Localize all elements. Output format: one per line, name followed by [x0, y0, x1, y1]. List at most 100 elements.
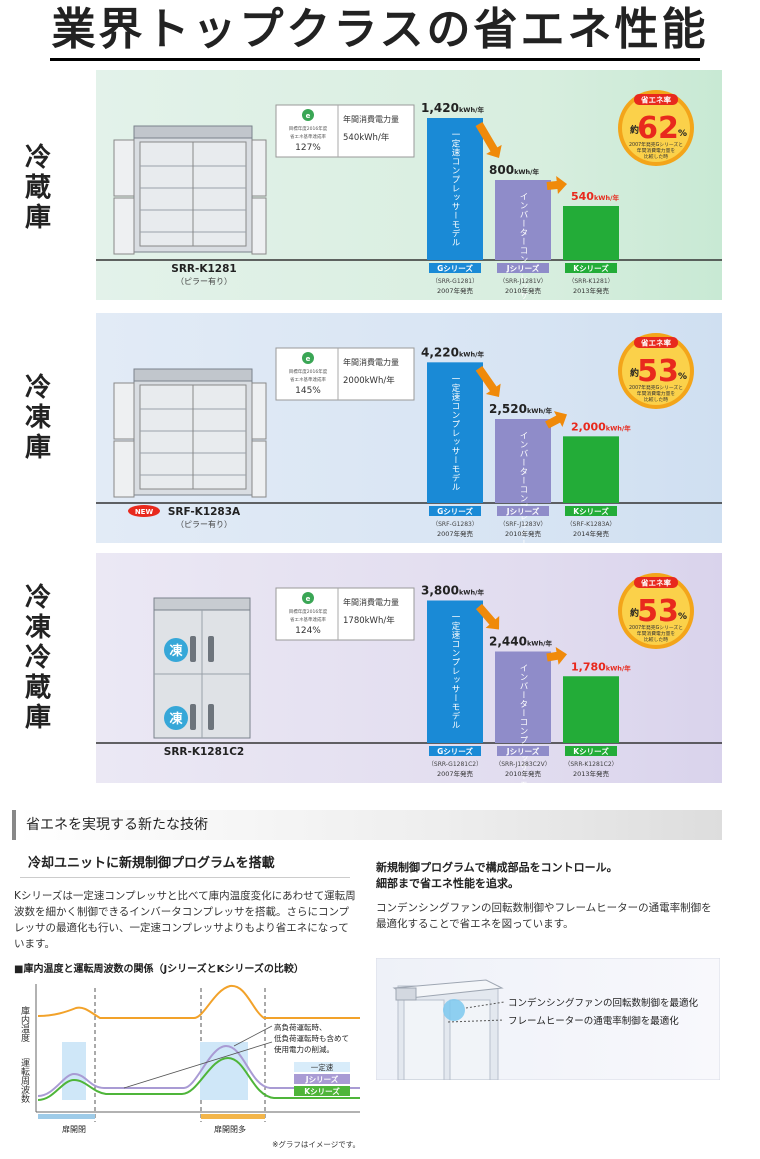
- down-arrow-icon: [546, 176, 567, 194]
- legend-label-k: Kシリーズ: [304, 1086, 340, 1096]
- bar-text-1: インバーターコンプレッサーモデル: [518, 192, 528, 300]
- annual-value: 1780kWh/年: [343, 615, 395, 626]
- eco-mark-letter: e: [306, 112, 311, 120]
- door-left-bottom: [113, 440, 135, 498]
- seal-rate-label: 省エネ基準達成率: [290, 376, 326, 383]
- x-label-door-open-many: 扉開閉多: [214, 1124, 246, 1134]
- right-heading-line2: 細部まで省エネ性能を追求。: [376, 877, 519, 890]
- eco-mark-letter: e: [306, 355, 311, 363]
- door-open-many-band: [201, 1114, 265, 1119]
- bar-text-1: インバーターコンプレッサーモデル: [518, 664, 528, 784]
- series-model: （SRR-G1281）: [432, 278, 478, 285]
- saving-prefix: 約: [630, 367, 639, 379]
- series-name: Gシリーズ: [437, 506, 473, 516]
- series-name: Kシリーズ: [573, 506, 609, 516]
- eco-mark-letter: e: [306, 595, 311, 603]
- model-name: SRR-K1281C2: [164, 746, 244, 758]
- temperature-line: [37, 984, 360, 1019]
- bar-text-1: インバーターコンプレッサーモデル: [518, 431, 528, 543]
- value-label-1: 2,440kWh/年: [489, 635, 552, 649]
- bar-g-series: [427, 362, 483, 503]
- bar-k-series: [563, 436, 619, 503]
- callout-heater: フレームヒーターの通電率制御を最適化: [508, 1015, 679, 1027]
- callout-fan: コンデンシングファンの回転数制御を最適化: [508, 997, 699, 1009]
- series-year: 2007年発売: [437, 286, 474, 295]
- saving-unit: %: [678, 129, 687, 139]
- value-label-1: 800kWh/年: [489, 163, 540, 177]
- graph-footnote: ※グラフはイメージです。: [272, 1139, 360, 1149]
- badge-label-bg: [634, 337, 678, 348]
- arrow-shape: [475, 121, 502, 159]
- seal-rate: 124%: [295, 626, 321, 636]
- series-name: Kシリーズ: [573, 746, 609, 756]
- series-model: （SRR-K1281C2）: [564, 761, 617, 768]
- door-right-top: [251, 139, 267, 197]
- saving-note: 年間消費電力量を: [637, 390, 676, 397]
- graph-ylabel-temperature: 庫内温度: [19, 1005, 30, 1043]
- right-heading-line1: 新規制御プログラムで構成部品をコントロール。: [376, 861, 618, 874]
- product-illustration: [113, 368, 267, 498]
- seal-box: [275, 104, 415, 158]
- eco-mark-icon: [302, 109, 314, 121]
- annual-label: 年間消費電力量: [343, 357, 399, 367]
- saving-label: 省エネ率: [640, 578, 671, 588]
- saving-prefix: 約: [630, 124, 639, 136]
- value-label-2: 1,780kWh/年: [571, 660, 631, 673]
- door-handle: [208, 704, 214, 730]
- door-right-bottom: [251, 197, 267, 255]
- new-badge-label: NEW: [135, 508, 154, 516]
- model-note: （ピラー有り）: [176, 519, 232, 529]
- constant-speed-bar: [62, 1042, 86, 1100]
- saving-value: 53: [637, 354, 679, 389]
- energy-chart: 凍凍SRR-K1281C2e目標年度2016年度省エネ基準達成率124%年間消費…: [96, 573, 722, 784]
- door-right-top: [251, 382, 267, 440]
- bar-g-series: [427, 118, 483, 260]
- freeze-badge-icon: [164, 706, 188, 730]
- series-year: 2014年発売: [573, 529, 610, 538]
- series-chip: [497, 746, 549, 756]
- model-name: SRF-K1283A: [168, 506, 241, 518]
- series-chip: [565, 746, 617, 756]
- seal-box: [275, 587, 415, 641]
- down-arrow-icon: [475, 603, 500, 630]
- component-illustration: コンデンシングファンの回転数制御を最適化 フレームヒーターの通電率制御を最適化: [375, 957, 721, 1081]
- graph-annotation-1: 高負荷運転時、: [274, 1022, 327, 1032]
- saving-prefix: 約: [630, 607, 639, 619]
- graph-ylabel-frequency: 運転周波数: [19, 1058, 30, 1104]
- annual-value: 2000kWh/年: [343, 375, 395, 386]
- section-header: 省エネを実現する新たな技術: [12, 810, 722, 840]
- series-chip: [497, 263, 549, 273]
- seal-target-year: 目標年度2016年度: [289, 125, 328, 132]
- left-body: Kシリーズは一定速コンプレッサと比べて庫内温度変化にあわせて運転周波数を細かく制…: [14, 890, 356, 950]
- series-model: （SRF-J1283V）: [499, 521, 546, 528]
- frequency-graph: ■庫内温度と運転周波数の関係（JシリーズとKシリーズの比較） 庫内温度 運転周波…: [14, 962, 360, 1152]
- badge-inner: [622, 337, 690, 405]
- badge-label-bg: [634, 94, 678, 105]
- eco-mark-icon: [302, 352, 314, 364]
- freeze-badge-icon: [164, 638, 188, 662]
- saving-unit: %: [678, 612, 687, 622]
- saving-note: 年間消費電力量を: [637, 147, 676, 154]
- category-label-fridge-freezer: 冷凍冷蔵庫: [24, 583, 51, 733]
- bar-text-0: 一定速コンプレッサーモデル: [450, 613, 460, 730]
- badge-inner: [622, 577, 690, 645]
- model-name: SRR-K1281: [171, 263, 236, 275]
- legend-k-series: [294, 1086, 350, 1096]
- value-label-0: 4,220kWh/年: [421, 345, 484, 359]
- series-model: （SRF-G1283）: [432, 521, 478, 528]
- arrow-shape: [545, 411, 567, 429]
- category-label-fridge: 冷蔵庫: [24, 143, 51, 233]
- graph-annotation-3: 使用電力の削減。: [274, 1044, 334, 1054]
- series-chip: [429, 506, 481, 516]
- series-model: （SRF-K1283A）: [567, 521, 616, 528]
- badge-inner: [622, 94, 690, 162]
- cabinet-top: [133, 368, 253, 382]
- page-title: 業界トップクラスの省エネ性能: [51, 4, 709, 55]
